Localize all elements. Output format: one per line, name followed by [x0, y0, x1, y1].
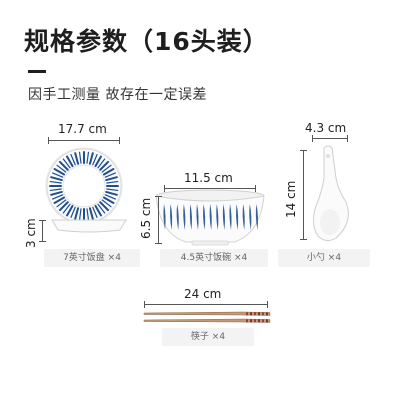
bowl-width-line	[164, 185, 256, 192]
plate-width-line	[48, 137, 120, 144]
spoon-caption: 小勺 ×4	[278, 249, 370, 267]
spoon-height-label: 14 cm	[284, 180, 298, 218]
spoon-height-line	[300, 150, 307, 240]
bowl-height-label: 6.5 cm	[139, 197, 153, 239]
plate-height-label: 3 cm	[24, 218, 38, 248]
plate-image	[45, 147, 127, 233]
plate-caption: 7英寸饭盘 ×4	[44, 249, 140, 267]
spoon-width-line	[312, 135, 348, 142]
chopsticks-image	[143, 311, 271, 323]
page-subtitle: 因手工测量 故存在一定误差	[28, 87, 207, 103]
plate-height-line	[39, 220, 46, 242]
spoon-image	[312, 145, 349, 242]
chopsticks-width-label: 24 cm	[184, 287, 222, 301]
page-title: 规格参数（16头装）	[24, 27, 269, 56]
bowl-caption: 4.5英寸饭碗 ×4	[160, 249, 268, 267]
plate-width-label: 17.7 cm	[58, 122, 107, 136]
chopsticks-caption: 筷子 ×4	[162, 328, 254, 346]
bowl-image	[155, 189, 265, 246]
bowl-width-label: 11.5 cm	[184, 171, 233, 185]
bowl-height-line	[155, 196, 162, 244]
chopsticks-width-line	[144, 301, 268, 308]
title-underline	[28, 70, 46, 73]
spoon-width-label: 4.3 cm	[305, 121, 347, 135]
